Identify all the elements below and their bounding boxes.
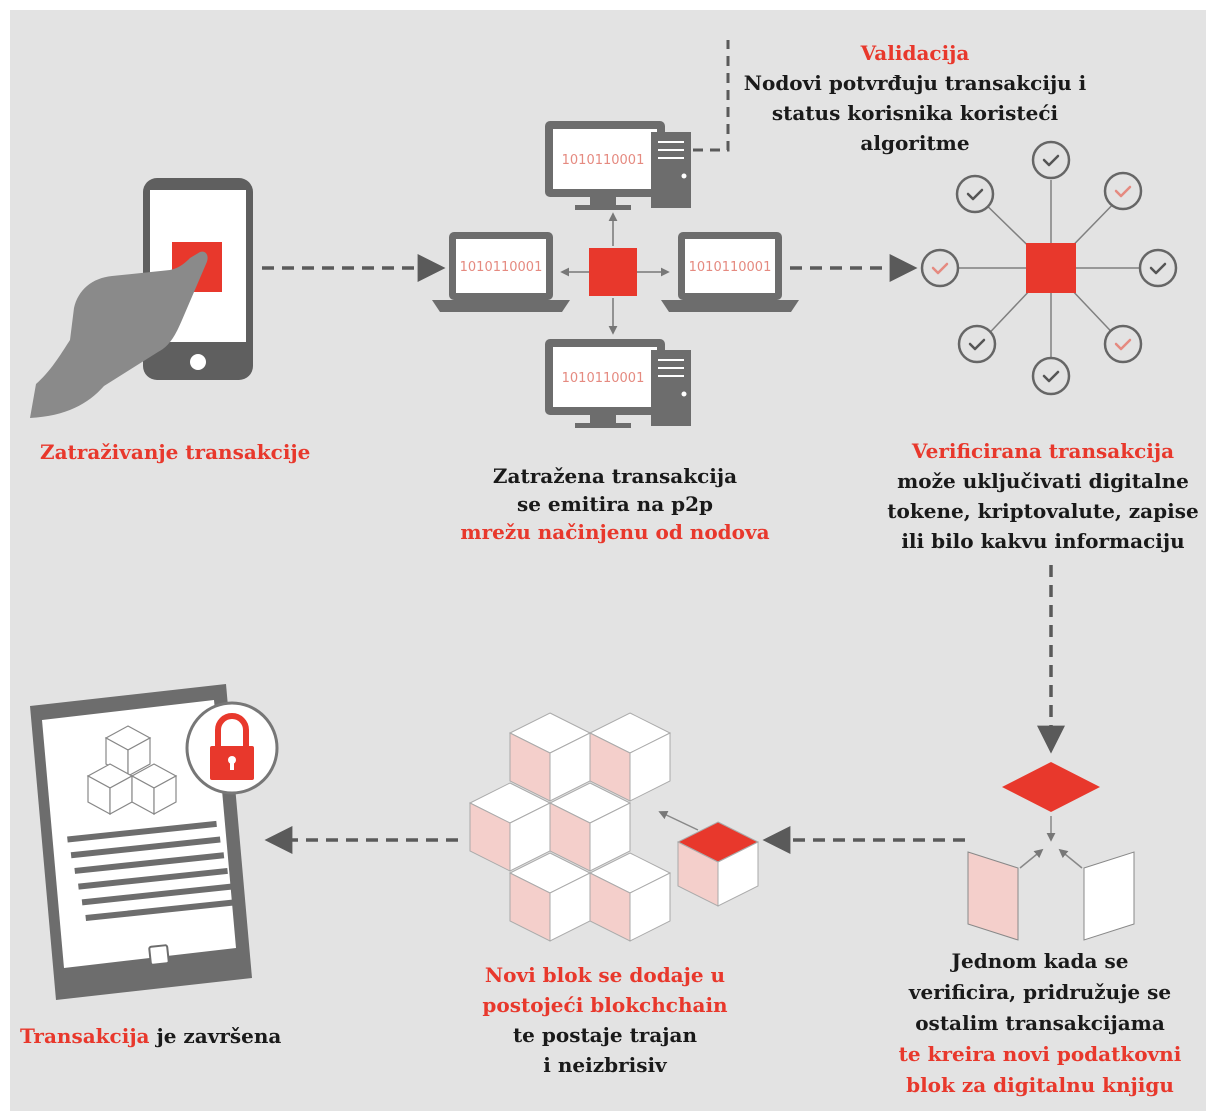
- combine-line-3: ostalim transakcijama: [915, 1011, 1165, 1035]
- step-validation-caption: Validacija Nodovi potvrđuju transakciju …: [720, 38, 1110, 158]
- blockchain-cubes-icon: [469, 712, 671, 942]
- validation-title: Validacija: [860, 41, 970, 65]
- top-monitor-icon: [545, 121, 691, 210]
- new-data-diamond-icon: [1002, 762, 1100, 812]
- bottom-monitor-icon: [545, 339, 691, 428]
- validation-callout-line: [693, 40, 730, 152]
- validation-nodes: [920, 140, 1178, 396]
- step-complete-caption: Transakcija je završena: [20, 1022, 340, 1050]
- bottom-monitor-binary: 1010110001: [562, 371, 645, 386]
- network-connectors: [560, 212, 670, 335]
- left-laptop-icon: [432, 232, 570, 312]
- check-icons: [931, 154, 1167, 383]
- complete-rest: je završena: [149, 1024, 282, 1048]
- transaction-block-icon: [589, 248, 637, 296]
- step-broadcast-caption: Zatražena transakcija se emitira na p2p …: [430, 462, 800, 546]
- combine-line-5: blok za digitalnu knjigu: [906, 1073, 1174, 1097]
- broadcast-line-3: mrežu načinjenu od nodova: [460, 520, 770, 544]
- broadcast-line-1: Zatražena transakcija: [492, 464, 738, 488]
- step-verified-caption: Verificirana transakcija može uključivat…: [880, 436, 1206, 556]
- top-monitor-binary: 1010110001: [562, 153, 645, 168]
- combine-line-1: Jednom kada se: [951, 949, 1129, 973]
- hand-icon: [30, 251, 208, 418]
- new-block-line-3: te postaje trajan: [512, 1023, 698, 1047]
- new-block-line-4: i neizbrisiv: [543, 1053, 667, 1077]
- new-block-line-2: postojeći blokchchain: [482, 993, 728, 1017]
- lock-icon: [185, 701, 279, 795]
- right-laptop-icon: [661, 232, 799, 312]
- complete-highlight: Transakcija: [20, 1024, 150, 1048]
- broadcast-line-2: se emitira na p2p: [516, 492, 714, 516]
- verified-line-2: tokene, kriptovalute, zapise: [887, 499, 1199, 523]
- transaction-page-pink-icon: [967, 851, 1019, 941]
- validation-line-1: Nodovi potvrđuju transakciju i: [743, 71, 1087, 95]
- left-laptop-binary: 1010110001: [460, 260, 543, 275]
- right-laptop-binary: 1010110001: [689, 260, 772, 275]
- step-request-title: Zatraživanje transakcije: [40, 440, 311, 464]
- verified-title: Verificirana transakcija: [911, 439, 1175, 463]
- combine-arrows: [1019, 816, 1083, 869]
- combine-line-4: te kreira novi podatkovni: [898, 1042, 1182, 1066]
- step-new-block-caption: Novi blok se dodaje u postojeći blokchch…: [440, 960, 770, 1080]
- validation-line-2: status korisnika koristeći: [771, 101, 1059, 125]
- validation-line-3: algoritme: [860, 131, 970, 155]
- new-block-cube-icon: [676, 821, 760, 907]
- verified-line-3: ili bilo kakvu informaciju: [901, 529, 1185, 553]
- step-combine-caption: Jednom kada se verificira, pridružuje se…: [880, 946, 1200, 1101]
- verified-line-1: može uključivati digitalne: [897, 469, 1189, 493]
- combine-line-2: verificira, pridružuje se: [908, 980, 1172, 1004]
- verified-block-icon: [1026, 243, 1076, 293]
- new-block-line-1: Novi blok se dodaje u: [484, 963, 726, 987]
- ledger-cubes-icon: [86, 725, 178, 816]
- new-block-arrow: [658, 811, 699, 831]
- transaction-page-white-icon: [1083, 851, 1135, 941]
